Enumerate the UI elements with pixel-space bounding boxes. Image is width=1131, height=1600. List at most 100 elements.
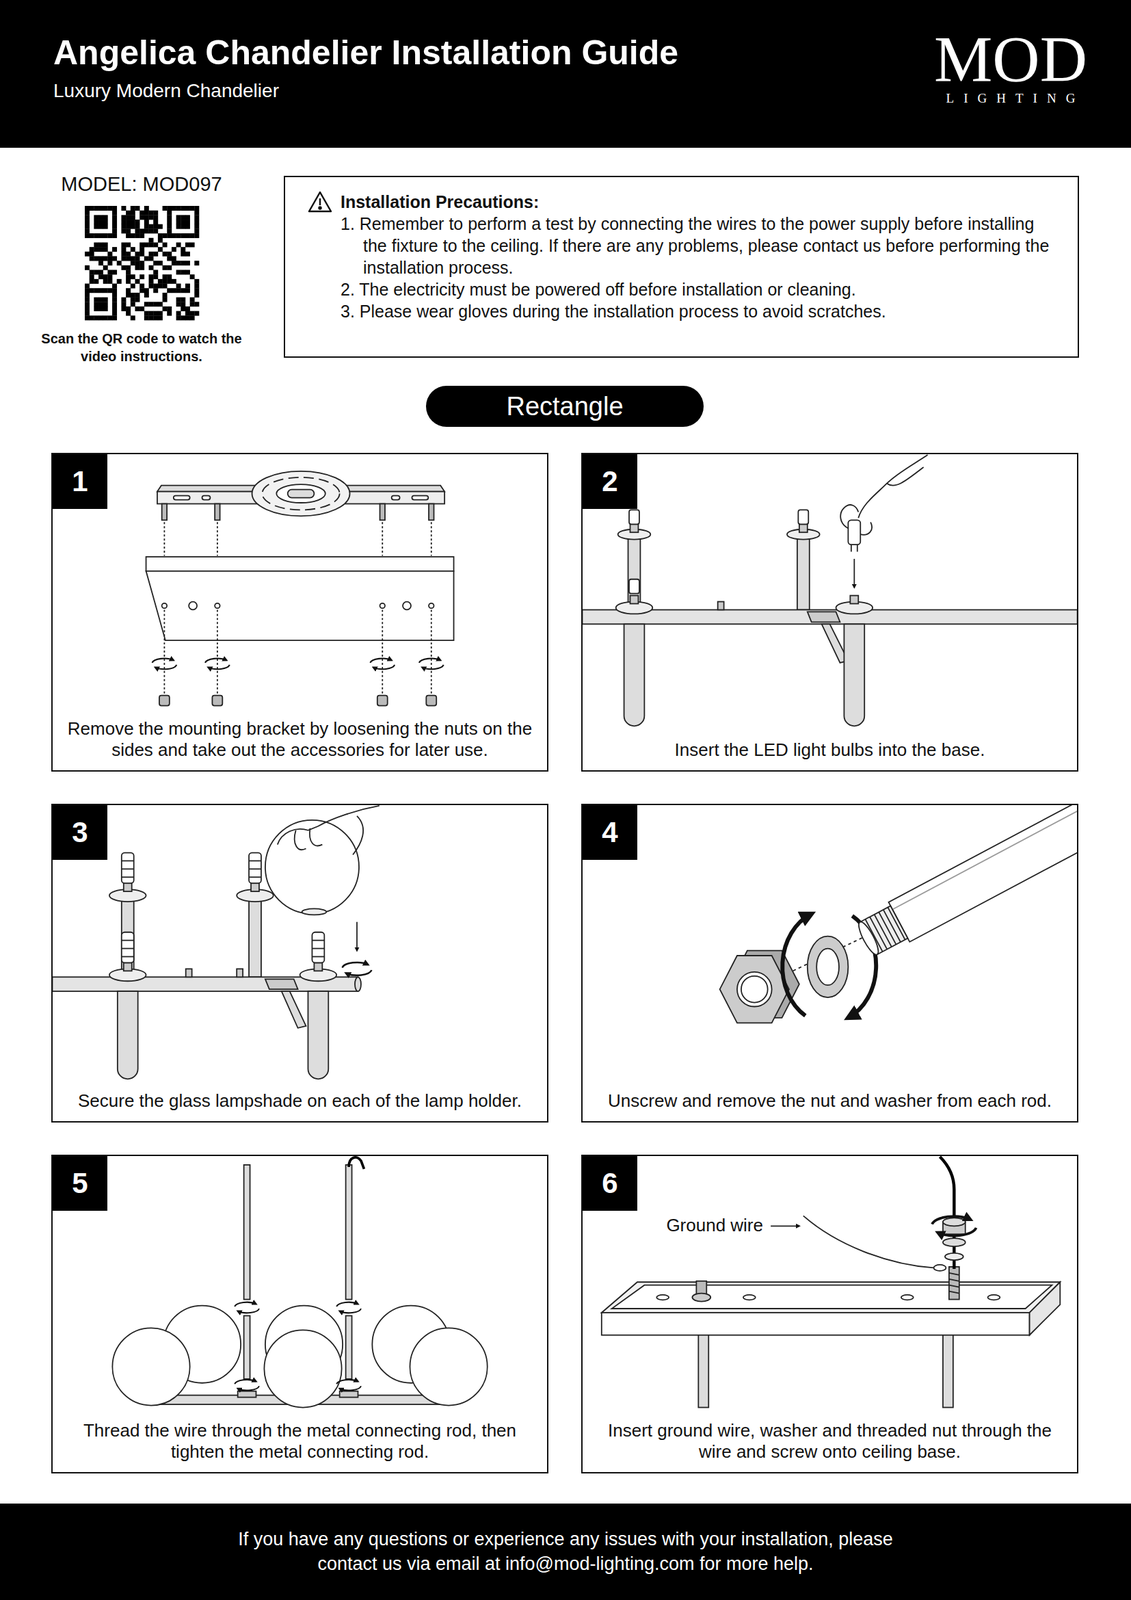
qr-module	[171, 246, 177, 252]
qr-module	[180, 287, 186, 293]
step-number-badge: 4	[582, 804, 638, 860]
warning-icon	[319, 198, 322, 206]
bulb-insert-illustration	[843, 623, 865, 726]
qr-module	[176, 270, 182, 275]
qr-module	[139, 265, 145, 271]
lampshade-illustration	[307, 990, 329, 1079]
qr-module	[125, 210, 131, 216]
qr-module	[185, 242, 191, 247]
qr-module	[149, 278, 154, 284]
qr-module	[144, 287, 150, 293]
qr-module	[112, 270, 117, 275]
qr-module	[139, 242, 145, 247]
qr-module	[89, 315, 95, 321]
qr-module	[180, 251, 186, 257]
qr-module	[134, 233, 140, 238]
qr-module	[176, 315, 182, 321]
qr-module	[112, 224, 117, 230]
precautions-box: Installation Precautions:1. Remember to …	[283, 175, 1080, 358]
qr-module	[180, 214, 186, 220]
step-number-badge: 3	[52, 804, 108, 860]
mounting-bracket-illustration	[205, 658, 230, 670]
qr-module	[157, 283, 163, 289]
mounting-bracket-illustration	[380, 603, 385, 608]
qr-module	[149, 214, 154, 220]
qr-module	[176, 224, 182, 230]
qr-module	[134, 219, 140, 225]
lampshade-illustration	[311, 955, 325, 958]
lampshade-illustration	[121, 867, 135, 870]
qr-module	[185, 251, 191, 257]
qr-module	[166, 210, 172, 216]
qr-module	[157, 246, 163, 252]
qr-module	[185, 214, 191, 220]
qr-module	[153, 242, 158, 247]
mounting-bracket-illustration	[287, 489, 315, 498]
step-caption: Unscrew and remove the nut and washer fr…	[594, 1089, 1065, 1112]
qr-module	[121, 306, 126, 312]
qr-module	[162, 274, 168, 279]
qr-module	[157, 311, 163, 316]
mounting-bracket-illustration	[214, 603, 220, 608]
qr-module	[84, 233, 90, 238]
qr-module	[171, 260, 177, 266]
qr-module	[185, 311, 191, 316]
qr-module	[107, 270, 113, 275]
ceiling-base-illustration	[988, 1294, 1001, 1300]
ceiling-base-illustration	[601, 1312, 1030, 1335]
nut-washer-illustration	[816, 948, 840, 986]
qr-module	[93, 246, 99, 252]
lampshade-illustration	[311, 939, 325, 941]
bulb-insert-illustration	[624, 623, 645, 726]
qr-module	[180, 205, 186, 211]
qr-module	[180, 301, 186, 307]
qr-module	[144, 255, 150, 261]
bulb-insert-illustration	[847, 519, 861, 545]
qr-module	[134, 292, 140, 298]
qr-module	[121, 228, 126, 234]
mounting-bracket-illustration	[146, 556, 455, 571]
bulb-insert-illustration	[799, 523, 808, 532]
mounting-bracket-illustration	[211, 695, 223, 706]
qr-module	[134, 228, 140, 234]
qr-module	[93, 233, 99, 238]
qr-module	[89, 255, 95, 261]
qr-module	[153, 219, 158, 225]
qr-module	[125, 214, 131, 220]
bulb-insert-illustration	[581, 454, 1077, 726]
qr-module	[162, 265, 168, 271]
qr-module	[166, 233, 172, 238]
qr-module	[125, 224, 131, 230]
qr-module	[149, 255, 154, 261]
qr-module	[84, 214, 90, 220]
mounting-bracket-illustration	[261, 477, 340, 511]
qr-module	[98, 246, 104, 252]
qr-module	[134, 297, 140, 303]
qr-module	[130, 205, 136, 211]
qr-module	[130, 260, 136, 266]
qr-module	[134, 251, 140, 257]
qr-module	[103, 278, 109, 284]
qr-module	[125, 251, 131, 257]
mounting-bracket-illustration	[428, 603, 434, 608]
qr-module	[107, 205, 113, 211]
lampshade-illustration	[311, 932, 325, 963]
qr-module	[144, 214, 150, 220]
step-number: 1	[71, 467, 88, 496]
step-caption: Thread the wire through the metal connec…	[64, 1419, 535, 1462]
qr-module	[84, 315, 90, 321]
bulb-insert-illustration	[630, 595, 639, 604]
qr-module	[134, 205, 140, 211]
qr-module	[144, 311, 150, 316]
qr-module	[153, 210, 158, 216]
mounting-bracket-illustration	[216, 521, 219, 556]
callout-label: Ground wire	[664, 1214, 765, 1236]
qr-module	[112, 246, 117, 252]
qr-module	[149, 228, 154, 234]
connecting-rod-illustration	[244, 1164, 251, 1300]
ceiling-base-illustration	[949, 1278, 960, 1281]
qr-module	[153, 315, 158, 321]
mounting-bracket-illustration	[162, 603, 167, 608]
qr-module	[84, 210, 90, 216]
lampshade-illustration	[121, 860, 135, 862]
